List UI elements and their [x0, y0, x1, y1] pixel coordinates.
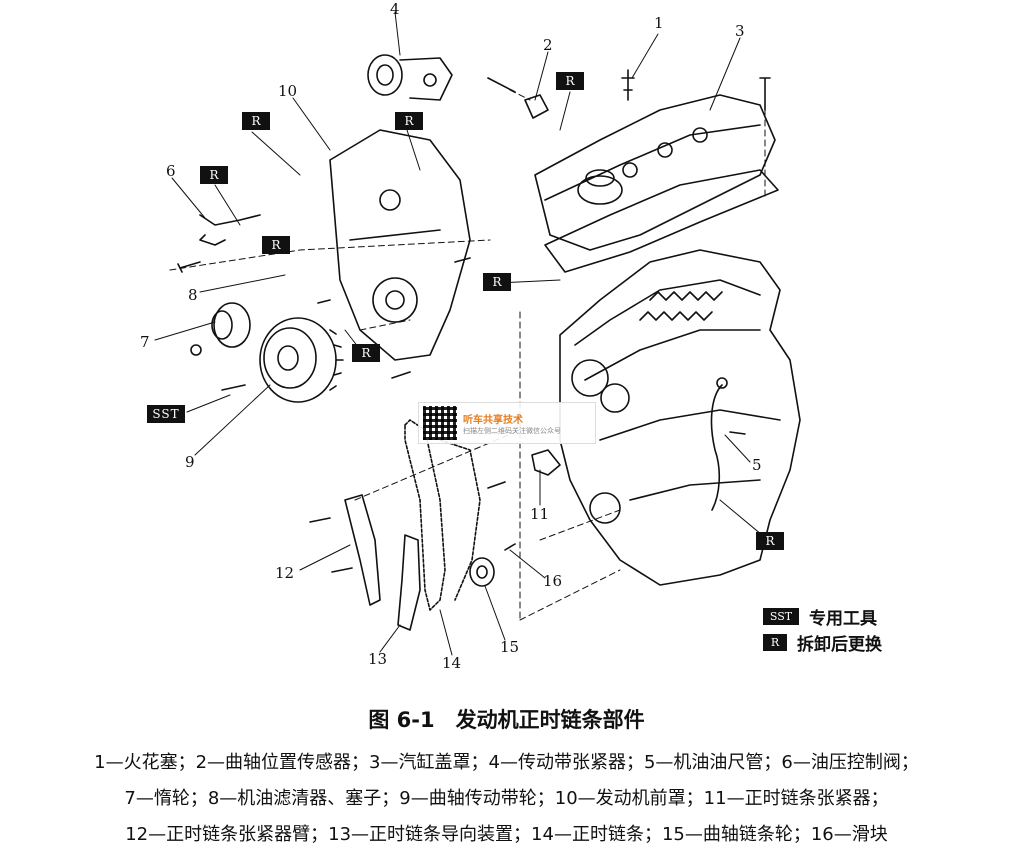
replace-tag: R	[756, 532, 784, 550]
watermark-title: 听车共享技术	[463, 414, 523, 426]
legend-label: 专用工具	[809, 609, 877, 629]
replace-tag: R	[200, 166, 228, 184]
callout-15: 15	[500, 638, 520, 656]
callout-12: 12	[275, 564, 295, 582]
replace-tag: R	[352, 344, 380, 362]
replace-tag: R	[242, 112, 270, 130]
callout-5: 5	[752, 456, 762, 474]
callout-2: 2	[543, 36, 553, 54]
spark-plug	[621, 69, 635, 101]
replace-tag: R	[556, 72, 584, 90]
legend-replace: R 拆卸后更换	[763, 630, 882, 655]
belt-tensioner	[367, 54, 453, 101]
engine-block	[559, 249, 801, 586]
watermark-subtitle: 扫描左侧二维码关注微信公众号	[463, 426, 561, 435]
cover-gasket	[544, 169, 779, 273]
tensioner-arm	[344, 494, 381, 606]
crank-position-sensor	[524, 94, 549, 119]
crankshaft-sprocket	[469, 557, 495, 587]
callout-8: 8	[188, 286, 198, 304]
callout-9: 9	[185, 453, 195, 471]
legend-symbol-sst: SST	[763, 608, 799, 625]
legend-label: 拆卸后更换	[797, 635, 882, 655]
callout-1: 1	[654, 14, 664, 32]
caption-line: 12—正时链条张紧器臂；13—正时链条导向装置；14—正时链条；15—曲轴链条轮…	[125, 824, 888, 845]
oil-control-valve	[199, 214, 261, 246]
timing-chain	[404, 419, 446, 611]
callout-7: 7	[140, 333, 150, 351]
idler-pulley	[190, 302, 251, 356]
callout-16: 16	[543, 572, 563, 590]
engine-front-cover	[329, 129, 471, 361]
replace-tag: R	[483, 273, 511, 291]
engine-exploded-diagram	[154, 11, 801, 656]
chain-tensioner	[531, 449, 561, 476]
legend-symbol-r: R	[763, 634, 787, 651]
caption-line: 1—火花塞；2—曲轴位置传感器；3—汽缸盖罩；4—传动带张紧器；5—机油油尺管；…	[94, 752, 919, 773]
oil-dipstick-tube	[710, 384, 723, 511]
replace-tag: R	[395, 112, 423, 130]
callout-3: 3	[735, 22, 745, 40]
cylinder-head-cover	[534, 94, 776, 251]
caption-line: 7—惰轮；8—机油滤清器、塞子；9—曲轴传动带轮；10—发动机前罩；11—正时链…	[124, 788, 889, 809]
replace-tag: R	[262, 236, 290, 254]
legend-special-tool: SST 专用工具	[763, 604, 877, 629]
crankshaft-pulley	[259, 317, 344, 403]
sst-tag: SST	[147, 405, 185, 423]
callout-6: 6	[166, 162, 176, 180]
chain-guide	[397, 534, 421, 631]
callout-10: 10	[278, 82, 298, 100]
watermark: 听车共享技术 扫描左侧二维码关注微信公众号	[418, 402, 596, 444]
qr-code-icon	[423, 406, 457, 440]
figure-title: 图 6-1 发动机正时链条部件	[368, 708, 645, 732]
callout-14: 14	[442, 654, 462, 672]
callout-4: 4	[390, 0, 400, 18]
callout-11: 11	[530, 505, 550, 523]
callout-13: 13	[368, 650, 388, 668]
